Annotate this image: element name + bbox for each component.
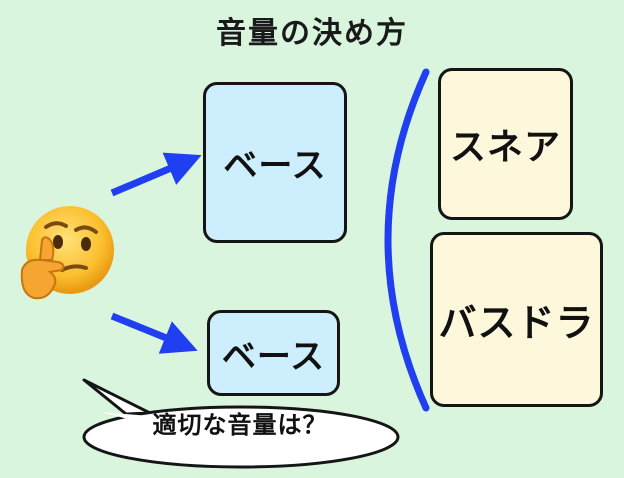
diagram-title: 音量の決め方 <box>216 16 408 51</box>
speech-bubble <box>82 378 400 469</box>
speech-bubble-text: 適切な音量は？ <box>152 411 328 439</box>
snare-box: スネア <box>438 68 573 220</box>
bass-box-bottom: ベース <box>207 310 340 396</box>
drum-group-bracket <box>384 68 430 412</box>
bass-box-top: ベース <box>203 82 347 243</box>
thinking-face-icon <box>20 206 114 300</box>
kick-drum-box: バスドラ <box>430 232 603 407</box>
arrow-to-bass-top <box>110 152 202 197</box>
arrow-to-bass-bottom <box>110 312 198 354</box>
